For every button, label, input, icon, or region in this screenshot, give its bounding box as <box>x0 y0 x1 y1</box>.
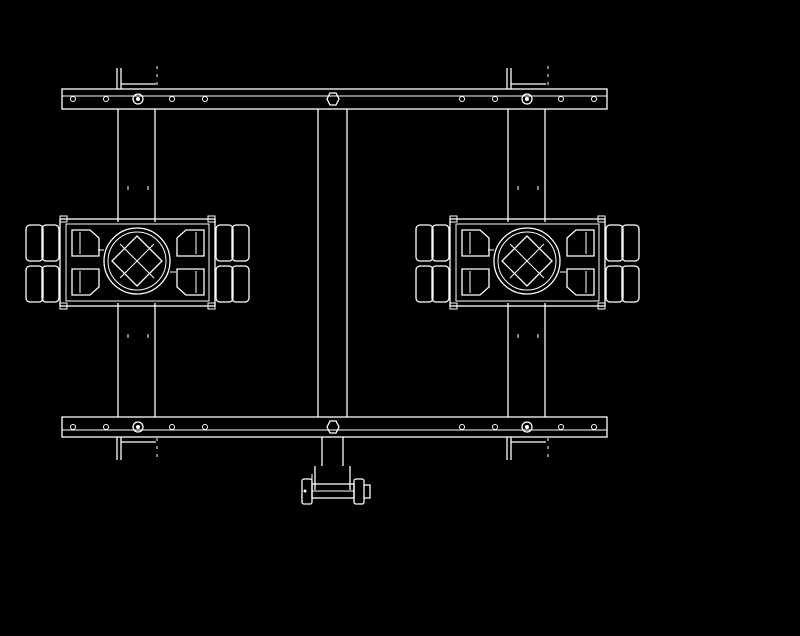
top-right-bracket <box>506 66 549 89</box>
left-rail <box>117 109 156 417</box>
bottom-right-bracket <box>506 437 549 462</box>
bottom-left-bracket <box>116 437 158 462</box>
center-tow-bar <box>311 109 351 490</box>
right-rail <box>507 109 546 417</box>
bottom-cross-beam <box>61 416 608 438</box>
top-cross-beam <box>61 88 608 110</box>
left-caster-module <box>25 215 250 310</box>
tow-wheel-assembly <box>301 478 371 505</box>
right-caster-module <box>415 215 640 310</box>
top-left-bracket <box>116 66 158 89</box>
